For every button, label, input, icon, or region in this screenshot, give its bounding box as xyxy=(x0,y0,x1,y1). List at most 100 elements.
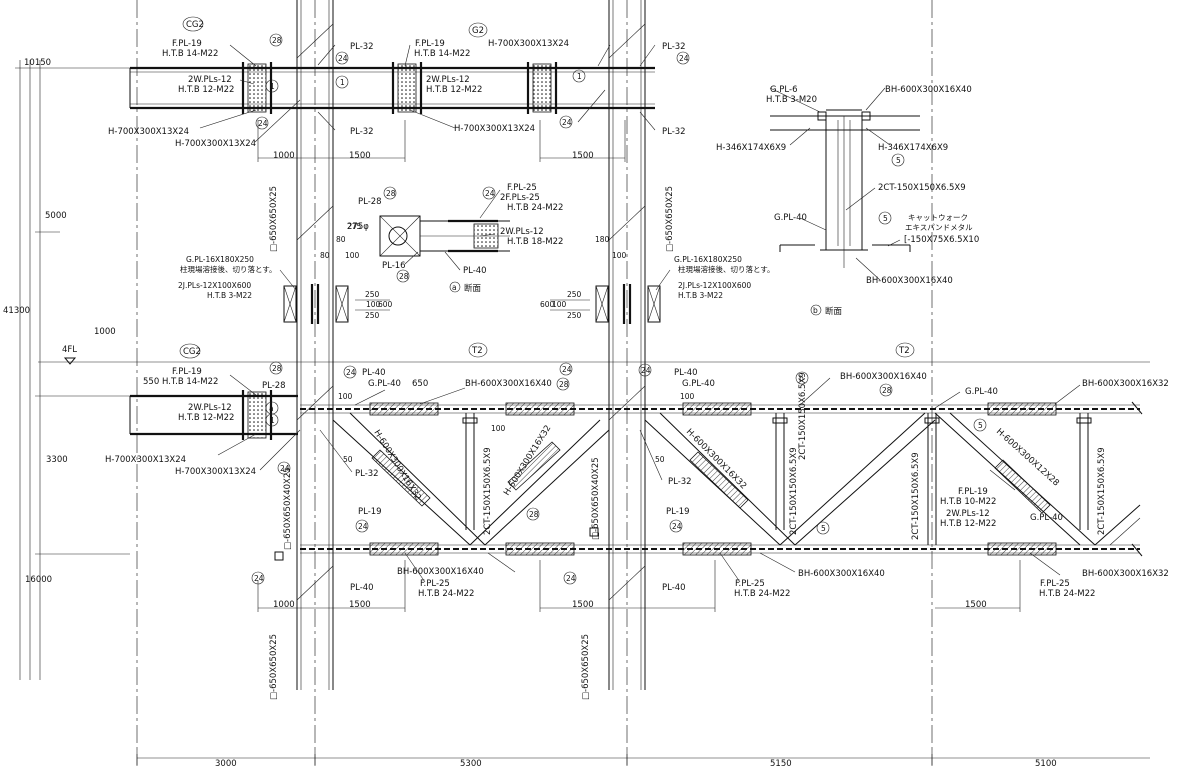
svg-text:H-700X300X13X24: H-700X300X13X24 xyxy=(108,127,189,137)
svg-text:PL-32: PL-32 xyxy=(668,477,692,487)
column-left xyxy=(296,0,334,690)
svg-text:28: 28 xyxy=(272,364,282,373)
dim: 100 xyxy=(552,300,567,309)
dim: 1500 xyxy=(572,600,594,610)
dim: 16000 xyxy=(25,575,52,585)
level-mark: 4FL xyxy=(62,345,77,355)
svg-text:H.T.B 12-M22: H.T.B 12-M22 xyxy=(178,85,234,95)
dim: 5000 xyxy=(45,211,67,221)
svg-text:F.PL-25: F.PL-25 xyxy=(420,579,450,589)
svg-text:1: 1 xyxy=(270,82,275,91)
svg-text:24: 24 xyxy=(672,522,682,531)
svg-text:H-600X300X12X28: H-600X300X12X28 xyxy=(994,427,1061,489)
svg-text:G.PL-40: G.PL-40 xyxy=(368,379,401,389)
svg-text:H-346X174X6X9: H-346X174X6X9 xyxy=(878,143,948,153)
svg-text:a: a xyxy=(452,283,457,292)
svg-text:24: 24 xyxy=(485,189,495,198)
svg-text:H.T.B 3-M22: H.T.B 3-M22 xyxy=(207,291,252,300)
svg-text:2CT-150X150X6.5X9: 2CT-150X150X6.5X9 xyxy=(789,447,799,535)
truss-diagonals xyxy=(332,412,1141,546)
svg-text:2W.PLs-12: 2W.PLs-12 xyxy=(946,509,990,519)
svg-text:28: 28 xyxy=(272,36,282,45)
svg-text:1: 1 xyxy=(270,416,275,425)
svg-text:G.PL-40: G.PL-40 xyxy=(682,379,715,389)
dim: 250 xyxy=(567,290,582,299)
svg-text:PL-16: PL-16 xyxy=(382,261,406,271)
svg-text:2CT-150X150X6.5X9: 2CT-150X150X6.5X9 xyxy=(1097,447,1107,535)
svg-text:PL-19: PL-19 xyxy=(358,507,382,517)
svg-text:2J.PLs-12X100X600: 2J.PLs-12X100X600 xyxy=(678,281,751,290)
svg-text:28: 28 xyxy=(529,510,539,519)
svg-text:BH-600X300X16X40: BH-600X300X16X40 xyxy=(885,85,972,95)
svg-text:5: 5 xyxy=(978,421,983,430)
dim: 5300 xyxy=(460,759,482,769)
svg-text:PL-32: PL-32 xyxy=(662,127,686,137)
svg-text:5: 5 xyxy=(883,214,888,223)
dim: 100 xyxy=(680,392,695,401)
svg-text:H-700X300X13X24: H-700X300X13X24 xyxy=(105,455,186,465)
svg-text:BH-600X300X16X40: BH-600X300X16X40 xyxy=(397,567,484,577)
svg-text:PL-40: PL-40 xyxy=(463,266,487,276)
grid-lines xyxy=(38,0,1150,765)
svg-text:24: 24 xyxy=(562,118,572,127)
svg-text:PL-32: PL-32 xyxy=(350,127,374,137)
svg-text:PL-40: PL-40 xyxy=(662,583,686,593)
dim: 250 xyxy=(365,290,380,299)
svg-text:F.PL-19: F.PL-19 xyxy=(172,367,202,377)
svg-text:2CT-150X150X6.5X9: 2CT-150X150X6.5X9 xyxy=(911,452,921,540)
svg-text:2F.PLs-25: 2F.PLs-25 xyxy=(500,193,540,203)
svg-text:□-650X650X40X25: □-650X650X40X25 xyxy=(283,467,293,550)
svg-text:b: b xyxy=(813,306,818,315)
svg-text:□-650X650X25: □-650X650X25 xyxy=(665,186,675,252)
svg-text:a: a xyxy=(269,404,274,413)
dim: 100 xyxy=(612,251,627,260)
svg-text:H-700X300X13X24: H-700X300X13X24 xyxy=(454,124,535,134)
detail-a xyxy=(379,215,510,257)
svg-text:F.PL-25: F.PL-25 xyxy=(507,183,537,193)
dim: 1500 xyxy=(349,600,371,610)
svg-text:1: 1 xyxy=(577,72,582,81)
svg-text:断面: 断面 xyxy=(825,306,843,317)
dim: 275 xyxy=(347,222,362,231)
dim: 1000 xyxy=(273,600,295,610)
svg-text:PL-28: PL-28 xyxy=(262,381,286,391)
svg-text:b: b xyxy=(799,374,804,383)
svg-text:H.T.B 12-M22: H.T.B 12-M22 xyxy=(940,519,996,529)
svg-text:H-700X300X13X24: H-700X300X13X24 xyxy=(175,139,256,149)
svg-text:PL-40: PL-40 xyxy=(674,368,698,378)
grid-mark: G2 xyxy=(472,26,484,36)
splice-plates xyxy=(283,284,661,324)
svg-text:F.PL-19: F.PL-19 xyxy=(958,487,988,497)
dim: 1500 xyxy=(572,151,594,161)
svg-text:H.T.B 14-M22: H.T.B 14-M22 xyxy=(414,49,470,59)
dim: 100 xyxy=(366,300,381,309)
dim: 180 xyxy=(595,235,610,244)
dim: 3000 xyxy=(215,759,237,769)
grid-mark: T2 xyxy=(898,346,910,356)
svg-text:□-650X650X40X25: □-650X650X40X25 xyxy=(591,457,601,540)
svg-text:PL-40: PL-40 xyxy=(350,583,374,593)
svg-text:5: 5 xyxy=(896,156,901,165)
truss-bottom-chord xyxy=(300,542,1140,556)
dim: 600 xyxy=(378,300,393,309)
dimension-lines xyxy=(15,60,1150,766)
dim: 3300 xyxy=(46,455,68,465)
svg-text:G.PL-40: G.PL-40 xyxy=(965,387,998,397)
dim: 250 xyxy=(365,311,380,320)
svg-text:キャットウォーク: キャットウォーク xyxy=(908,213,968,222)
svg-text:24: 24 xyxy=(562,365,572,374)
svg-text:28: 28 xyxy=(399,272,409,281)
svg-text:F.PL-19: F.PL-19 xyxy=(172,39,202,49)
svg-text:BH-600X300X16X40: BH-600X300X16X40 xyxy=(798,569,885,579)
svg-text:PL-19: PL-19 xyxy=(666,507,690,517)
svg-text:H.T.B 14-M22: H.T.B 14-M22 xyxy=(162,377,218,387)
svg-text:24: 24 xyxy=(641,366,651,375)
svg-text:H.T.B 12-M22: H.T.B 12-M22 xyxy=(178,413,234,423)
leader-lines xyxy=(199,44,1081,583)
svg-text:PL-32: PL-32 xyxy=(350,42,374,52)
svg-text:2J.PLs-12X100X600: 2J.PLs-12X100X600 xyxy=(178,281,251,290)
svg-text:2W.PLs-12: 2W.PLs-12 xyxy=(426,75,470,85)
svg-text:H.T.B 3-M20: H.T.B 3-M20 xyxy=(766,95,817,105)
grid-mark: CG2 xyxy=(186,20,204,30)
svg-text:28: 28 xyxy=(559,380,569,389)
